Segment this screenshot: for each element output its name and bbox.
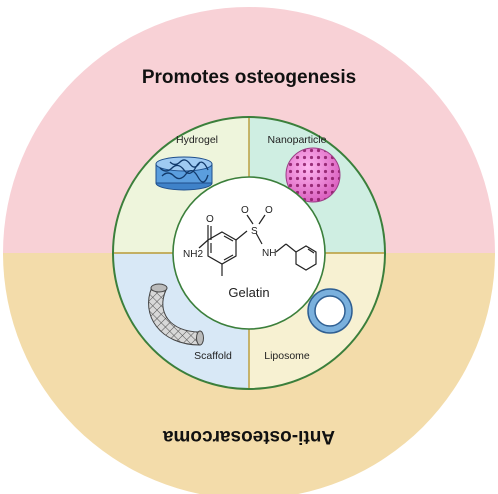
- liposome-illustration: [307, 288, 353, 334]
- label-nanoparticle: Nanoparticle: [268, 134, 327, 146]
- inner-ring: [112, 116, 386, 390]
- scaffold-illustration: [148, 283, 204, 346]
- hydrogel-illustration: [155, 156, 213, 191]
- atom-nh: NH: [262, 248, 276, 259]
- atom-o2: O: [241, 205, 249, 216]
- nanoparticle-illustration: [285, 147, 341, 203]
- atom-o3: O: [265, 205, 273, 216]
- center-label: Gelatin: [228, 285, 269, 300]
- outer-top-label: Promotes osteogenesis: [142, 67, 356, 88]
- molecule-structure: [198, 214, 317, 276]
- label-hydrogel: Hydrogel: [176, 134, 218, 146]
- atom-s: S: [251, 226, 258, 237]
- outer-bottom-label: Anti-osteosarcoma: [163, 426, 336, 447]
- atom-nh2: NH2: [183, 249, 203, 260]
- label-liposome: Liposome: [264, 350, 310, 362]
- atom-o1: O: [206, 214, 214, 225]
- center-circle: [172, 176, 326, 330]
- label-scaffold: Scaffold: [194, 350, 232, 362]
